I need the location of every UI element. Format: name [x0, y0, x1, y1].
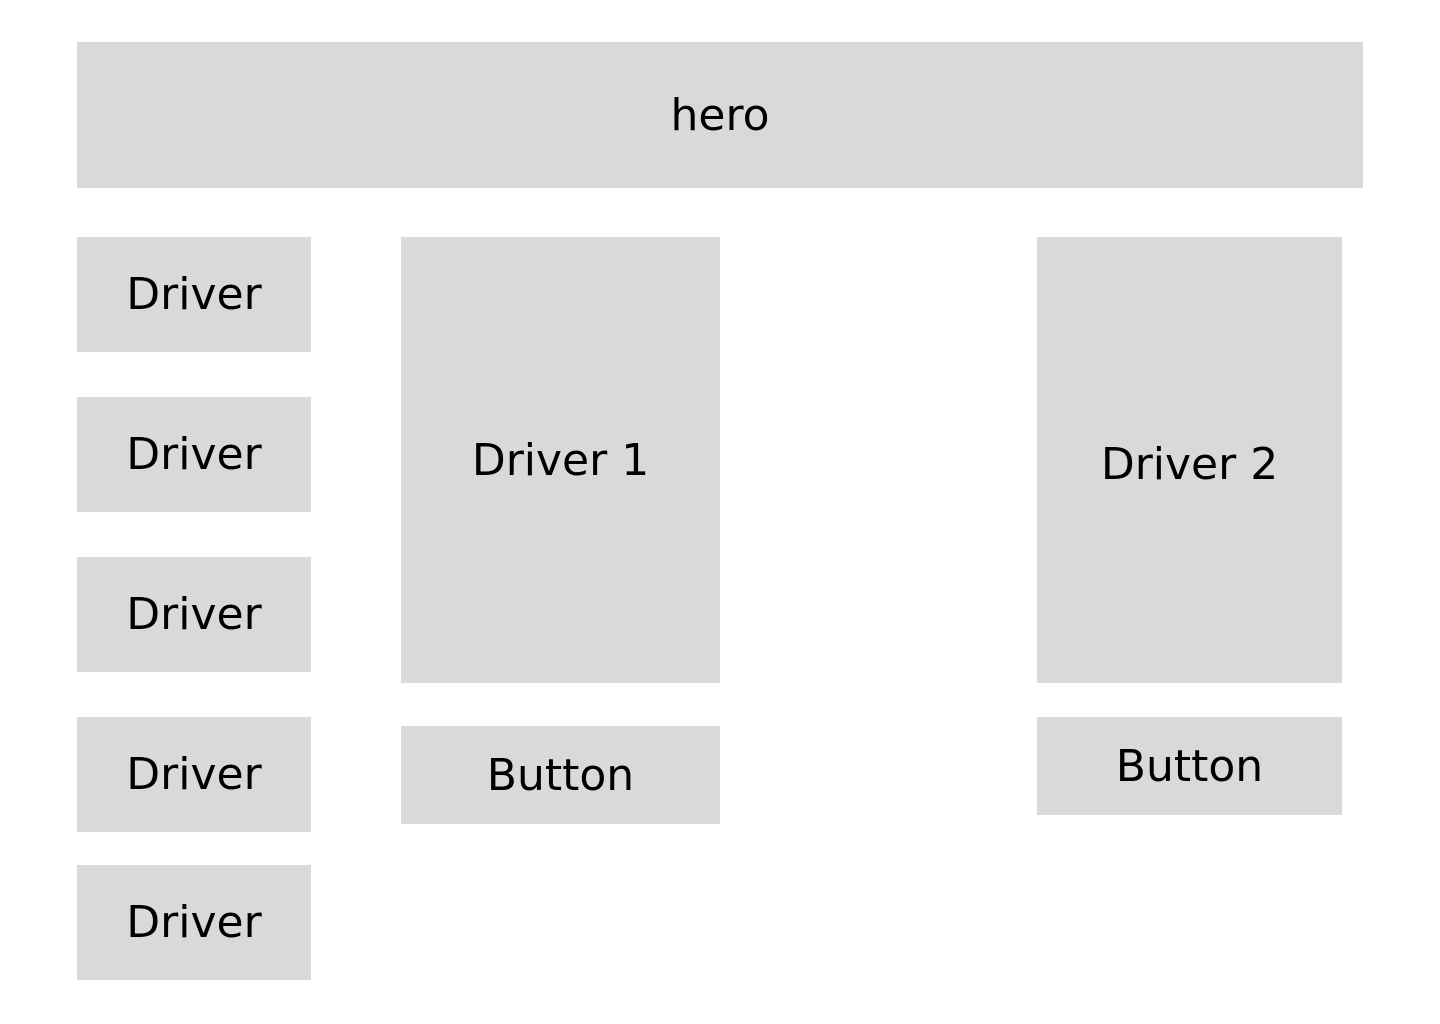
sidebar-item-driver[interactable]: Driver [77, 557, 311, 672]
sidebar-item-driver[interactable]: Driver [77, 237, 311, 352]
driver-2-button[interactable]: Button [1037, 717, 1342, 815]
driver-2-button-label: Button [1115, 740, 1264, 792]
driver-2-title: Driver 2 [1100, 438, 1279, 490]
driver-1-card[interactable]: Driver 1 [401, 237, 720, 683]
sidebar-item-driver[interactable]: Driver [77, 397, 311, 512]
sidebar-item-label: Driver [126, 429, 262, 480]
sidebar-item-driver[interactable]: Driver [77, 865, 311, 980]
sidebar-item-label: Driver [126, 749, 262, 800]
sidebar-item-label: Driver [126, 897, 262, 948]
sidebar-item-label: Driver [126, 269, 262, 320]
sidebar-item-driver[interactable]: Driver [77, 717, 311, 832]
driver-2-card[interactable]: Driver 2 [1037, 237, 1342, 683]
hero-banner: hero [77, 42, 1363, 188]
hero-label: hero [670, 89, 770, 141]
driver-1-button-label: Button [486, 749, 635, 801]
sidebar-item-label: Driver [126, 589, 262, 640]
driver-1-button[interactable]: Button [401, 726, 720, 824]
driver-1-title: Driver 1 [471, 434, 650, 486]
